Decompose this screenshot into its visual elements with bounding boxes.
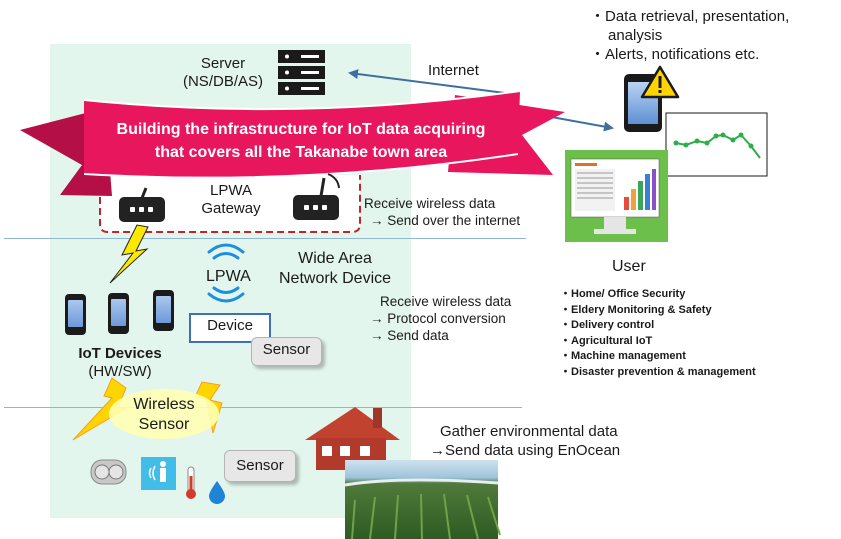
wan-device-line1: Wide Area xyxy=(298,250,372,267)
smartphone-icon xyxy=(153,290,174,331)
server-title: Server xyxy=(200,55,246,72)
presence-sensor-icon xyxy=(141,457,176,490)
server-subtitle: (NS/DB/AS) xyxy=(182,73,263,90)
enocean-note-2: →Send data using EnOcean xyxy=(430,442,621,459)
warning-icon xyxy=(640,65,680,99)
wireless-sensor-bolts xyxy=(72,377,223,441)
sensor-box-upper: Sensor xyxy=(251,337,322,366)
lightning-icon xyxy=(109,224,149,284)
wireless-sensor-label: Wireless Sensor xyxy=(118,395,210,435)
gateway-note-line2: → Send over the internet xyxy=(370,213,521,228)
user-label: User xyxy=(612,258,646,275)
banner-line-1: Building the infrastructure for IoT data… xyxy=(116,121,486,138)
banner-ribbon xyxy=(20,90,565,196)
banner-line-2: that covers all the Takanabe town area xyxy=(154,144,448,161)
wan-device-label: Wide Area Network Device xyxy=(262,249,408,289)
wireless-signal-icon xyxy=(207,243,245,303)
lpwa-label: LPWA xyxy=(206,268,251,285)
use-case-item: Home/ Office Security xyxy=(560,287,756,303)
gateway-label: LPWA Gateway xyxy=(185,182,277,218)
gateway-note: Receive wireless data → Send over the in… xyxy=(364,195,520,229)
use-case-list: Home/ Office Security Eldery Monitoring … xyxy=(560,287,756,380)
gateway-label-line2: Gateway xyxy=(201,200,261,217)
protocol-note-1: Receive wireless data xyxy=(380,294,512,309)
router-icon xyxy=(119,197,165,222)
app-bullet-1: ・Data retrieval, presentation, xyxy=(590,8,790,25)
water-drop-icon xyxy=(209,481,225,504)
wan-device-line2: Network Device xyxy=(278,270,392,287)
sensor-box-lower: Sensor xyxy=(224,450,296,482)
field-photo xyxy=(344,460,501,539)
server-rack-icon xyxy=(278,50,325,95)
use-case-item: Eldery Monitoring & Safety xyxy=(560,303,756,319)
wireless-sensor-line2: Sensor xyxy=(138,416,190,433)
router-icon xyxy=(293,195,339,220)
protocol-note-3: → Send data xyxy=(370,328,449,343)
gateway-label-line1: LPWA xyxy=(210,182,252,199)
protocol-note-2: → Protocol conversion xyxy=(370,311,506,326)
thermometer-icon xyxy=(186,466,196,499)
smartphone-icon xyxy=(65,294,86,335)
iot-devices-title: IoT Devices xyxy=(78,345,162,362)
iot-devices-subtitle: (HW/SW) xyxy=(88,363,152,380)
use-case-item: Delivery control xyxy=(560,318,756,334)
smartphone-icon xyxy=(108,293,129,334)
router-icon xyxy=(319,173,340,197)
use-case-item: Machine management xyxy=(560,349,756,365)
use-case-item: Agricultural IoT xyxy=(560,334,756,350)
app-bullet-1-cont: analysis xyxy=(608,27,663,44)
use-case-item: Disaster prevention & management xyxy=(560,365,756,381)
line-graph-icon xyxy=(665,112,768,177)
iot-devices-label: IoT Devices (HW/SW) xyxy=(55,345,185,381)
gateway-note-line1: Receive wireless data xyxy=(364,196,496,211)
divider-lower xyxy=(4,407,522,408)
wireless-sensor-line1: Wireless xyxy=(133,396,195,413)
monitor-icon xyxy=(565,150,668,242)
internet-label: Internet xyxy=(428,62,479,79)
router-icon xyxy=(140,187,148,199)
motion-sensor-icon xyxy=(90,459,127,485)
banner-title: Building the infrastructure for IoT data… xyxy=(84,118,518,164)
app-bullet-2: ・Alerts, notifications etc. xyxy=(590,46,760,63)
server-label: Server (NS/DB/AS) xyxy=(178,55,268,91)
divider-upper xyxy=(4,238,526,239)
enocean-note-1: Gather environmental data xyxy=(440,423,618,440)
protocol-notes: Receive wireless data → Protocol convers… xyxy=(370,293,512,344)
